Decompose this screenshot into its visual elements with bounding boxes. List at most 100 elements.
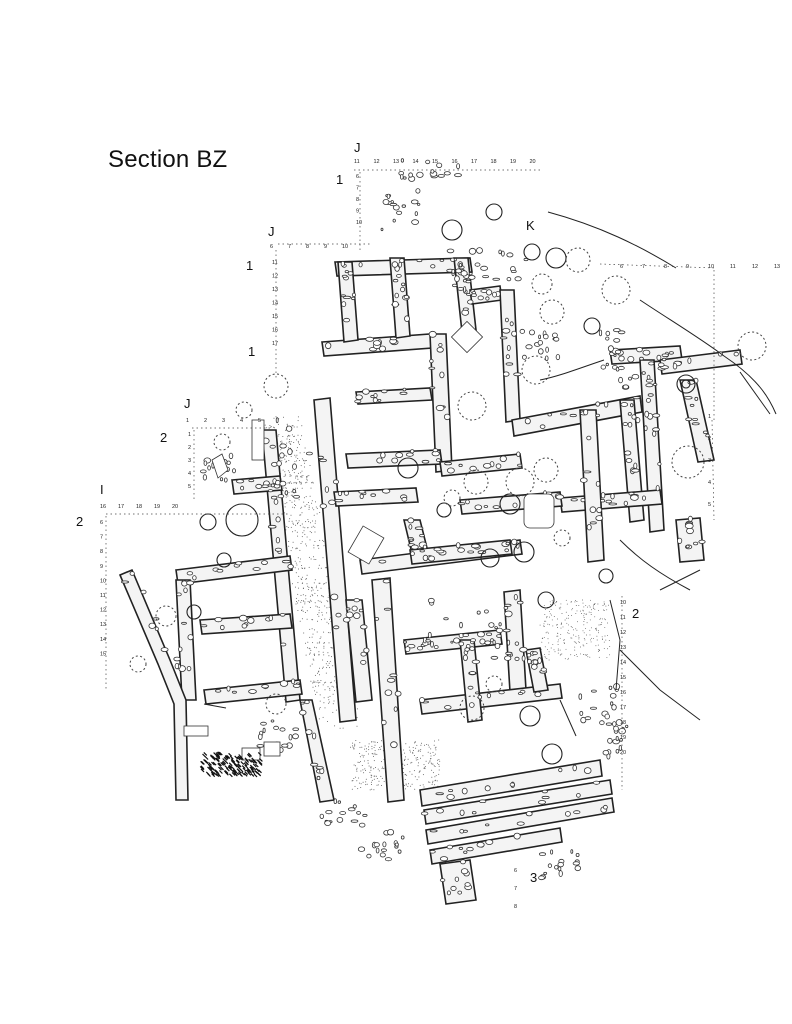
stipple-dot: [290, 475, 292, 477]
loose-stone: [614, 349, 622, 355]
hatch-mark: [224, 770, 229, 774]
wall-stone: [429, 386, 436, 390]
stipple-dot: [312, 589, 314, 591]
stipple-dot: [328, 623, 330, 625]
stipple-dot: [296, 449, 298, 451]
stipple-dot: [573, 641, 575, 643]
stipple-dot: [368, 753, 369, 755]
stipple-dot: [586, 622, 588, 624]
loose-stone: [219, 477, 224, 482]
wall-stone: [624, 450, 632, 456]
stipple-dot: [593, 604, 594, 606]
stipple-dot: [328, 655, 330, 657]
stipple-dot: [301, 565, 303, 566]
wall-stone: [354, 399, 362, 404]
stipple-dot: [304, 568, 306, 570]
stipple-dot: [328, 662, 330, 664]
stipple-dot: [317, 620, 318, 622]
loose-stone: [357, 846, 366, 852]
stipple-dot: [311, 502, 313, 504]
stipple-dot: [602, 638, 603, 640]
hatch-mark: [199, 766, 204, 770]
stipple-dot: [582, 610, 584, 612]
stipple-dot: [410, 785, 412, 787]
wall-stone: [268, 615, 273, 621]
hatch-mark: [208, 766, 213, 770]
stipple-dot: [317, 595, 318, 597]
wall-stone: [691, 422, 700, 426]
stipple-dot: [403, 759, 405, 761]
stipple-dot: [560, 603, 562, 605]
grid-tick-label: 6: [356, 174, 359, 180]
hatch-mark: [220, 766, 224, 771]
wall-stone: [345, 611, 354, 619]
stipple-dot: [318, 651, 320, 653]
loose-stone: [437, 174, 445, 178]
stipple-dot: [278, 434, 280, 435]
grid-tick-label: 2: [708, 436, 711, 442]
loose-stone: [607, 345, 614, 352]
stipple-dot: [342, 727, 344, 729]
stipple-dot: [295, 477, 297, 479]
stipple-dot: [309, 607, 311, 608]
stipple-dot: [296, 426, 298, 428]
stipple-dot: [296, 454, 298, 456]
stipple-dot: [350, 746, 352, 748]
wall-stone: [443, 413, 451, 421]
stipple-dot: [567, 632, 569, 634]
stipple-dot: [273, 426, 275, 428]
grid-letter-k: K: [526, 218, 535, 233]
loose-stone: [488, 622, 495, 628]
stipple-dot: [281, 460, 283, 462]
hatch-mark: [227, 766, 232, 771]
stipple-dot: [295, 483, 297, 485]
grid-letter-j-left: J: [184, 396, 191, 411]
loose-stone: [542, 333, 549, 340]
wall-stone: [399, 258, 405, 264]
hatch-mark: [212, 761, 217, 766]
stipple-dot: [404, 758, 406, 760]
grid-tick-label: 14: [100, 637, 106, 643]
stipple-dot: [556, 618, 558, 620]
stipple-dot: [412, 750, 414, 751]
loose-stone: [538, 875, 545, 881]
loose-stone: [350, 819, 359, 823]
loose-stone: [476, 247, 483, 254]
wall-stone: [463, 850, 468, 854]
stipple-dot: [370, 776, 372, 778]
stipple-dot: [313, 514, 315, 516]
stipple-dot: [293, 426, 295, 428]
stipple-dot: [371, 784, 372, 785]
grid-tick-label: 9: [100, 564, 103, 570]
loose-stone: [279, 443, 287, 449]
stipple-dot: [273, 427, 275, 429]
stipple-dot: [360, 783, 362, 785]
stipple-dot: [548, 624, 550, 626]
stipple-dot: [597, 603, 599, 605]
stipple-dot: [564, 658, 566, 660]
wall-stone: [236, 479, 245, 484]
hatch-mark: [258, 762, 263, 766]
stipple-dot: [560, 633, 562, 635]
stipple-dot: [309, 465, 311, 466]
stipple-dot: [288, 492, 290, 494]
stipple-dot: [299, 549, 301, 551]
stipple-dot: [323, 642, 325, 644]
stipple-dot: [307, 527, 309, 529]
stipple-dot: [550, 604, 552, 605]
stipple-dot: [312, 619, 314, 621]
hatch-mark: [215, 758, 220, 763]
stipple-dot: [303, 501, 305, 503]
loose-stone: [522, 354, 527, 360]
stipple-dot: [438, 759, 440, 760]
loose-stone: [484, 640, 492, 646]
stipple-dot: [609, 646, 611, 648]
stipple-dot: [566, 622, 568, 624]
stipple-dot: [331, 647, 333, 649]
grid-tick-label: 6: [100, 520, 103, 526]
stipple-dot: [288, 441, 290, 443]
wall-stone: [273, 498, 279, 505]
stipple-dot: [408, 746, 410, 748]
stipple-dot: [373, 775, 375, 777]
loose-stone: [618, 376, 623, 384]
